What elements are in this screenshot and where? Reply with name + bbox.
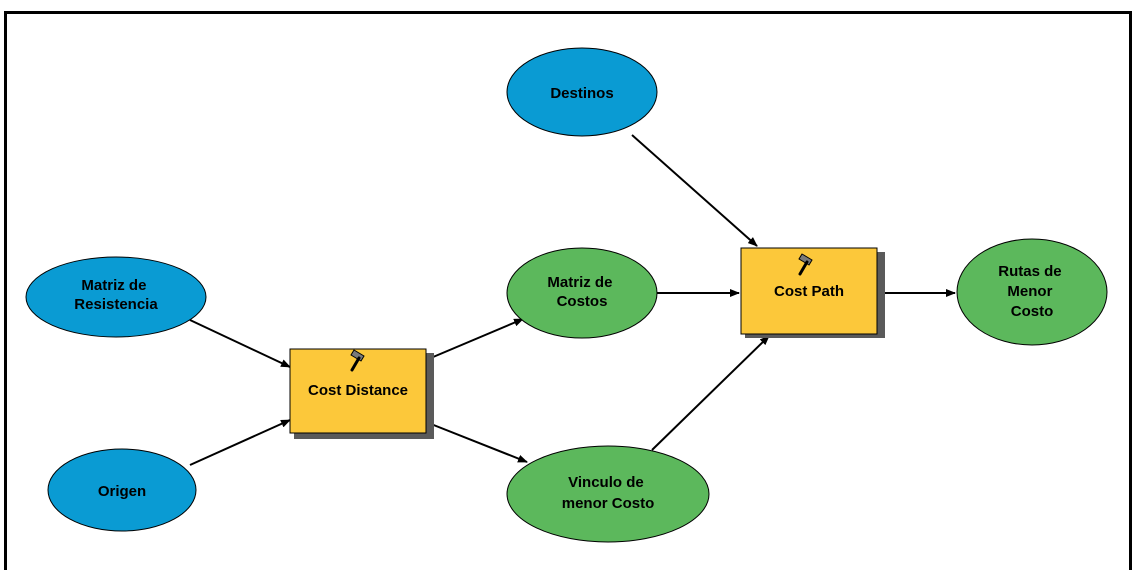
- tool-box: [289, 348, 427, 434]
- svg-text:Rutas de Menor Cos: Rutas de Menor Costo: [998, 263, 1066, 320]
- node-shape: [506, 247, 658, 339]
- svg-text:Matriz de Costos: Matriz de Costos: [547, 274, 616, 310]
- node-matriz-costos[interactable]: Matriz de Costos: [506, 247, 658, 339]
- node-label-line: Rutas de: [998, 263, 1061, 280]
- svg-text:Origen: Origen: [98, 483, 146, 500]
- svg-text:Destinos: Destinos: [550, 85, 613, 102]
- connector-cost-distance-to-vinculo[interactable]: [425, 421, 528, 463]
- connection-layer: [189, 134, 956, 466]
- tool-cost-distance[interactable]: Cost Distance: [289, 348, 434, 439]
- node-matriz-resistencia[interactable]: Matriz de Resistencia: [25, 256, 207, 338]
- connector-origen-to-cost-distance[interactable]: [189, 419, 291, 466]
- node-label-line: Resistencia: [74, 296, 158, 313]
- node-label-line: Destinos: [550, 85, 613, 102]
- tool-cost-path[interactable]: Cost Path: [740, 247, 885, 338]
- node-shape: [25, 256, 207, 338]
- connector-destinos-to-cost-path[interactable]: [631, 134, 758, 247]
- node-label-line: menor Costo: [562, 495, 655, 512]
- connector-matriz-resistencia-to-cost-distance[interactable]: [189, 319, 291, 368]
- node-shape: [506, 47, 658, 137]
- tool-label: Cost Path: [774, 283, 844, 300]
- node-label-line: Vinculo de: [568, 474, 644, 491]
- connector-cost-distance-to-matriz-costos[interactable]: [425, 318, 524, 361]
- node-label-line: Costo: [1011, 303, 1054, 320]
- node-origen[interactable]: Origen: [47, 448, 197, 532]
- hammer-icon: [798, 253, 813, 276]
- node-label-line: Origen: [98, 483, 146, 500]
- node-destinos[interactable]: Destinos: [506, 47, 658, 137]
- node-label-line: Matriz de: [81, 277, 146, 294]
- svg-text:Matriz de Resistencia: Matriz de Resistencia: [74, 277, 158, 313]
- node-label-line: Costos: [557, 293, 608, 310]
- connector-vinculo-to-cost-path[interactable]: [651, 335, 770, 451]
- node-shape: [956, 238, 1108, 346]
- node-label-line: Matriz de: [547, 274, 612, 291]
- node-shape: [47, 448, 197, 532]
- tool-label: Cost Distance: [308, 382, 408, 399]
- hammer-icon: [350, 349, 365, 372]
- node-shape: [506, 445, 710, 543]
- svg-text:Vinculo de menor Costo: Vinculo de menor Costo: [562, 474, 655, 512]
- node-rutas[interactable]: Rutas de Menor Costo: [956, 238, 1108, 346]
- node-label-line: Menor: [1007, 283, 1052, 300]
- node-vinculo[interactable]: Vinculo de menor Costo: [506, 445, 710, 543]
